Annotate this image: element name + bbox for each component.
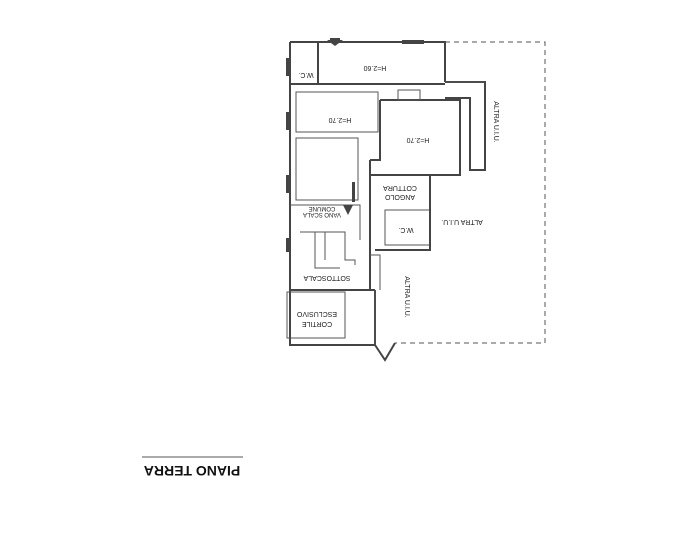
label-sottoscala: SOTTOSCALA (303, 274, 350, 281)
drawing-title: PIANO TERRA (142, 456, 243, 479)
entrance-arrow-icon (327, 40, 343, 46)
label-altra-uiu-2: ALTRA U.I.U. (441, 218, 483, 225)
stair-arrow-icon (343, 205, 353, 215)
label-wc-mid: W.C. (398, 226, 413, 233)
label-cortile: CORTILE (302, 320, 333, 327)
label-cottura: COTTURA (383, 184, 417, 191)
label-esclusivo: ESCLUSIVO (296, 310, 337, 317)
room-labels: W.C. H=2.60 H=2.70 H=2.70 ANGOLO COTTURA… (296, 64, 499, 327)
label-altra-uiu-3: ALTRA U.I.U. (403, 276, 410, 318)
adjacent-unit-boundary (395, 41, 546, 344)
window-marks (286, 38, 424, 252)
label-room-right: H=2.70 (407, 136, 430, 143)
label-altra-uiu-1: ALTRA U.I.U. (492, 101, 499, 143)
label-vano-scala: VANO SCALA (303, 211, 341, 217)
label-room-left: H=2.70 (329, 116, 352, 123)
interior-walls (286, 42, 461, 345)
label-room-top: H=2.60 (364, 64, 387, 71)
label-comune: COMUNE (309, 205, 336, 211)
label-wc-top: W.C. (298, 71, 313, 78)
label-angolo: ANGOLO (384, 193, 415, 200)
title-piano-terra: PIANO TERRA (144, 463, 240, 479)
